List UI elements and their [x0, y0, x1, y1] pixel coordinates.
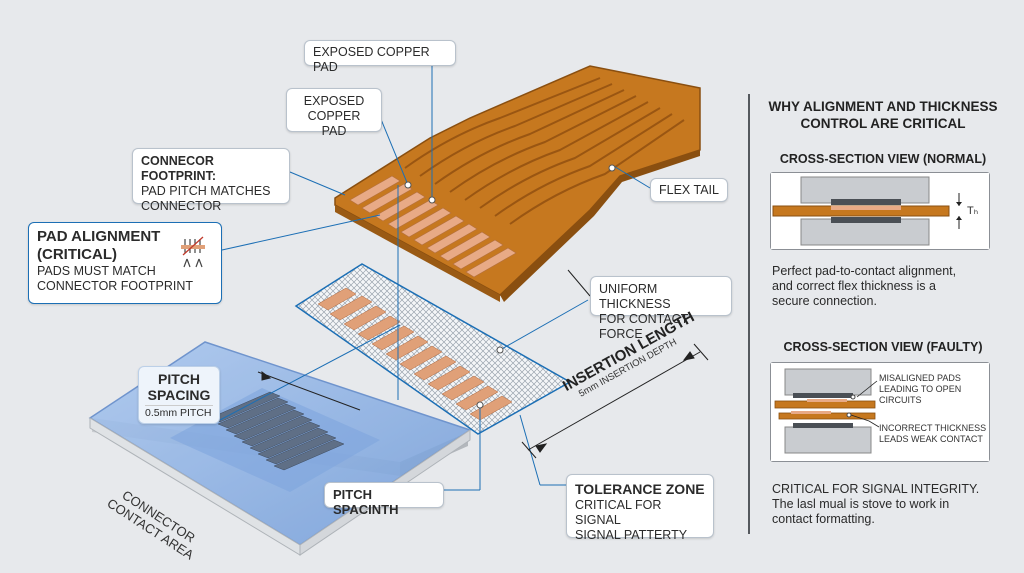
normal-heading: CROSS-SECTION VIEW (NORMAL) [779, 152, 987, 166]
leader-lines [219, 63, 651, 491]
faulty-note-1-line1: MISALIGNED PADS [879, 373, 961, 383]
normal-text-line2: and correct flex thickness is a [772, 279, 936, 293]
faulty-cross-section: MISALIGNED PADS LEADING TO OPEN CIRCUITS… [770, 362, 990, 462]
panel-title: WHY ALIGNMENT AND THICKNESS CONTROL ARE … [758, 98, 1008, 132]
pitch-value: 0.5mm PITCH [145, 405, 213, 419]
faulty-heading: CROSS-SECTION VIEW (FAULTY) [783, 340, 983, 354]
faulty-note-1: MISALIGNED PADS LEADING TO OPEN CIRCUITS [879, 373, 961, 406]
footprint-line3: CONNECTOR [141, 199, 222, 213]
tolerance-zone-callout: TOLERANCE ZONE CRITICAL FOR SIGNAL SIGNA… [566, 474, 714, 542]
tolerance-zone-line3: SIGNAL PATTERTY [575, 528, 688, 542]
faulty-note-2: INCORRECT THICKNESS LEADS WEAK CONTACT [879, 423, 986, 445]
faulty-cross-section-art [771, 363, 989, 461]
pad-alignment-line4: CONNECTOR FOOTPRINT [37, 279, 194, 293]
bottom-text-line1: CRITICAL FOR SIGNAL INTEGRITY. [772, 482, 980, 496]
spacing-label: SPACING [147, 387, 211, 403]
normal-text-line3: secure connection. [772, 294, 877, 308]
footprint-line2: PAD PITCH MATCHES [141, 184, 271, 198]
flex-tail-label: FLEX TAIL [659, 183, 719, 197]
panel-title-line1: WHY ALIGNMENT AND THICKNESS [768, 99, 998, 114]
dimension-lines [257, 269, 709, 459]
thickness-symbol: Tₕ [967, 205, 979, 217]
pitch-label: PITCH [158, 371, 200, 387]
copper-traces [404, 77, 685, 225]
exposed-label-line2: COPPER PAD [307, 109, 361, 138]
faulty-note-1-line2: LEADING TO OPEN [879, 384, 962, 394]
uniform-thickness-line2: FOR CONTACT FORCE [599, 312, 689, 341]
pad-alignment-callout: PAD ALIGNMENT (CRITICAL) PADS MUST MATCH… [28, 222, 222, 304]
markers [404, 164, 616, 409]
bottom-description: CRITICAL FOR SIGNAL INTEGRITY. The lasl … [772, 482, 1002, 527]
flex-tail [334, 65, 701, 302]
pad-alignment-critical: (CRITICAL) [37, 246, 117, 263]
tolerance-zone-title: TOLERANCE ZONE [575, 481, 705, 497]
bottom-text-line3: contact formatting. [772, 512, 875, 526]
exposed-copper-pad-callout: EXPOSED COPPER PAD [304, 40, 456, 74]
faulty-note-2-line1: INCORRECT THICKNESS [879, 423, 987, 433]
connector-footprint-callout: CONNECOR FOOTPRINT: PAD PITCH MATCHES CO… [132, 148, 290, 213]
normal-cross-section-art [771, 173, 989, 249]
faulty-note-1-line3: CIRCUITS [879, 395, 922, 405]
pitch-spacing-callout: PITCH SPACING 0.5mm PITCH [138, 366, 220, 424]
pad-alignment-line3: PADS MUST MATCH [37, 264, 156, 278]
tolerance-zone-line2: CRITICAL FOR SIGNAL [575, 498, 662, 527]
bottom-text-line2: The lasl mual is stove to work in [772, 497, 950, 511]
exposed-copper-pad-left-callout: EXPOSED COPPER PAD [286, 88, 382, 138]
exposed-pads [349, 175, 517, 278]
panel-divider [748, 94, 750, 534]
pad-alignment-title: PAD ALIGNMENT [37, 228, 161, 245]
flex-tail-callout: FLEX TAIL [650, 178, 728, 202]
footprint-title: CONNECOR FOOTPRINT: [141, 154, 216, 183]
normal-description: Perfect pad-to-contact alignment, and co… [772, 264, 1002, 309]
pitch-spacinth-callout: PITCH SPACINTH [324, 482, 444, 517]
connector-contacts [209, 391, 345, 471]
pad-layer [294, 263, 572, 435]
exposed-label-line1: EXPOSED [303, 94, 365, 108]
normal-text-line1: Perfect pad-to-contact alignment, [772, 264, 957, 278]
panel-title-line2: CONTROL ARE CRITICAL [800, 116, 966, 131]
pitch-spacinth-label: PITCH SPACINTH [333, 487, 399, 517]
uniform-thickness-line1: UNIFORM THICKNESS [599, 282, 671, 311]
normal-cross-section: Tₕ [770, 172, 990, 250]
faulty-note-2-line2: LEADS WEAK CONTACT [879, 434, 983, 444]
uniform-thickness-callout: UNIFORM THICKNESS FOR CONTACT FORCE [590, 276, 732, 341]
alignment-icon [181, 236, 205, 268]
exposed-copper-pad-label: EXPOSED COPPER PAD [313, 45, 430, 74]
